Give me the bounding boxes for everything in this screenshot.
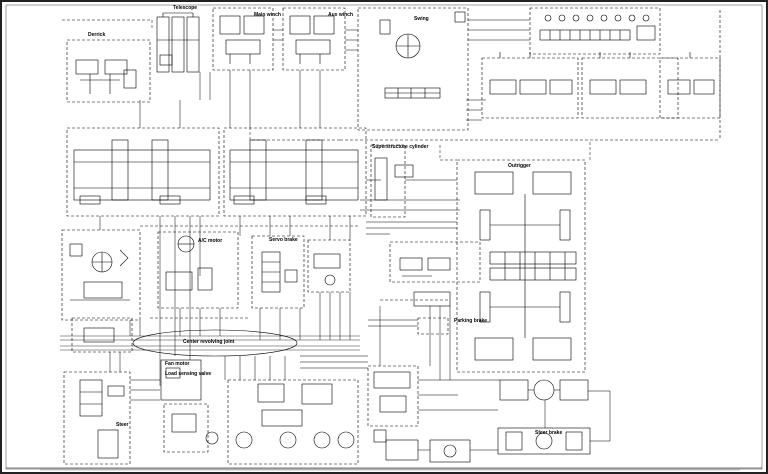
label-steer-brake: Steer brake <box>535 430 563 436</box>
servo-brake-box <box>251 235 305 309</box>
label-main-winch: Main winch <box>254 12 281 18</box>
main-winch-box <box>212 7 274 71</box>
telescope-cyl-2 <box>171 16 185 73</box>
label-derrick: Derrick <box>88 32 106 38</box>
pump-group-box <box>227 379 359 465</box>
label-parking-brake: Parking brake <box>454 318 488 324</box>
label-superstructure-cylinder: Superstructure cylinder <box>372 144 429 150</box>
outrigger-valve-row-2 <box>489 267 577 281</box>
left-pump-box <box>61 229 141 321</box>
manifold-right-2 <box>581 57 679 119</box>
label-steer: Steer <box>116 422 129 428</box>
label-load-sense: Load sensing valve <box>165 371 212 377</box>
ac-motor-box <box>157 231 239 309</box>
swing-box <box>357 7 469 131</box>
label-telescope: Telescope <box>173 5 198 11</box>
top-control-strip <box>529 7 661 55</box>
outrigger-valve-row-1 <box>489 251 577 265</box>
manifold-right-1 <box>481 57 579 119</box>
telescope-cyl-3 <box>186 16 200 73</box>
valve-bank-right <box>223 127 367 217</box>
fan-motor-box <box>160 359 202 401</box>
outrigger-box <box>456 159 586 373</box>
bottom-parking-brake <box>499 379 529 401</box>
label-fan-motor: Fan motor <box>165 361 190 367</box>
label-ac-motor: A/C motor <box>198 238 223 244</box>
label-swing: Swing <box>414 16 429 22</box>
aux-winch-box <box>282 7 346 71</box>
inner-frame <box>5 4 763 470</box>
steer-box <box>63 371 131 465</box>
label-center-revolving-joint: Center revolving joint <box>183 339 235 345</box>
label-servo-brake: Servo brake <box>269 237 298 243</box>
center-revolving-joint <box>132 329 298 357</box>
telescope-cyl-1 <box>156 16 170 73</box>
priority-valve-box <box>367 365 419 427</box>
valve-bank-left <box>66 127 220 217</box>
label-aux-winch: Aux winch <box>328 12 354 18</box>
derrick-box <box>66 39 151 103</box>
label-outrigger: Outrigger <box>508 163 531 169</box>
superstructure-cyl-box <box>370 144 406 218</box>
